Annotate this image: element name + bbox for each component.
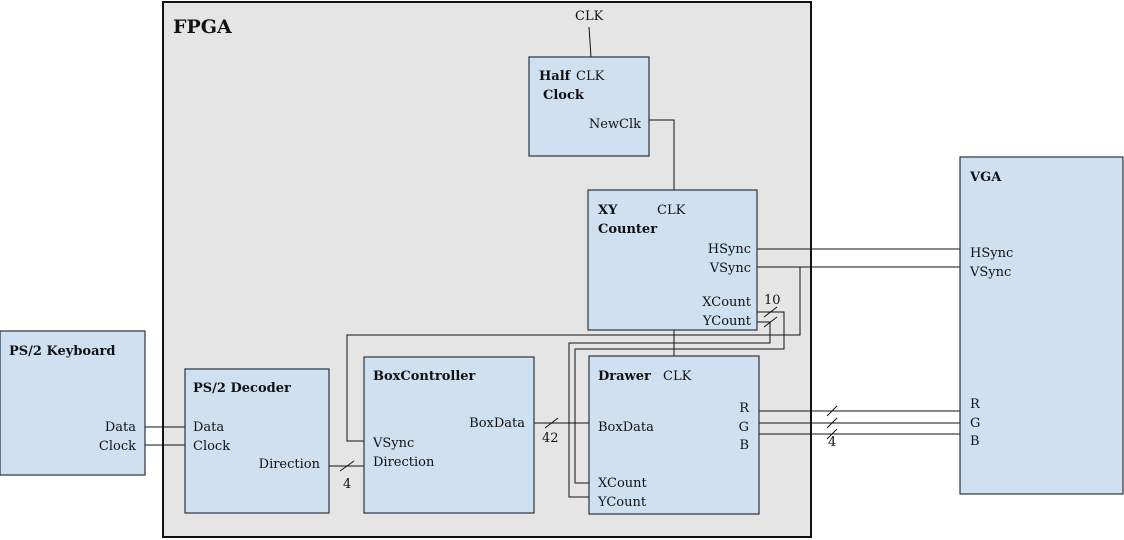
- ps2-keyboard-title: PS/2 Keyboard: [9, 344, 115, 359]
- vga-title: VGA: [969, 170, 1002, 185]
- xy-counter-vsync-port: VSync: [709, 261, 751, 276]
- ps2-decoder-box: [184, 368, 330, 514]
- half-clock-title-line2: Clock: [543, 88, 585, 103]
- vga-hsync-port: HSync: [970, 246, 1013, 261]
- drawer-block: Drawer CLK R G B BoxData XCount YCount: [588, 355, 760, 515]
- box-controller-vsync-port: VSync: [372, 436, 414, 451]
- box-controller-box: [363, 356, 535, 514]
- fpga-label: FPGA: [173, 16, 232, 38]
- drawer-b-port: B: [739, 438, 749, 453]
- wires: [145, 26, 960, 498]
- ps2-keyboard-block: PS/2 Keyboard Data Clock: [0, 330, 146, 476]
- vga-box: [959, 156, 1124, 495]
- rgb-bus-width: 4: [828, 435, 836, 450]
- xy-counter-clk-port: CLK: [657, 203, 686, 218]
- count-bus-slash-2: [763, 316, 778, 328]
- xy-counter-xcount-port: XCount: [702, 295, 752, 310]
- vga-vsync-port: VSync: [969, 265, 1011, 280]
- box-controller-direction-port: Direction: [373, 455, 435, 470]
- keyboard-data-port: Data: [105, 420, 136, 435]
- drawer-xcount-port: XCount: [598, 476, 648, 491]
- half-clock-newclk-port: NewClk: [589, 117, 641, 132]
- ps2-keyboard-box: [0, 330, 146, 476]
- ps2-decoder-title: PS/2 Decoder: [193, 381, 291, 396]
- xy-counter-ycount-port: YCount: [702, 314, 752, 329]
- boxdata-bus-slash: [544, 417, 559, 429]
- rgb-bus-slash-3: [826, 428, 838, 440]
- vsync-branch-wire: [346, 267, 801, 442]
- drawer-clk-port: CLK: [663, 369, 692, 384]
- drawer-ycount-port: YCount: [597, 495, 647, 510]
- drawer-r-port: R: [739, 401, 750, 416]
- box-controller-block: BoxController BoxData VSync Direction: [363, 356, 535, 514]
- box-controller-title: BoxController: [373, 369, 476, 384]
- drawer-box: [588, 355, 760, 515]
- direction-bus-slash: [339, 460, 355, 472]
- drawer-g-port: G: [739, 420, 749, 435]
- xy-counter-hsync-port: HSync: [708, 242, 751, 257]
- xy-counter-title-line1: XY: [598, 203, 618, 218]
- vga-g-port: G: [970, 416, 980, 431]
- boxdata-bus-width: 42: [542, 431, 559, 446]
- vga-r-port: R: [970, 397, 981, 412]
- box-controller-boxdata-port: BoxData: [469, 416, 525, 431]
- keyboard-clock-port: Clock: [99, 439, 136, 454]
- half-clock-box: [528, 56, 650, 157]
- decoder-clock-port: Clock: [193, 439, 230, 454]
- half-clock-clk-port: CLK: [576, 69, 605, 84]
- half-clock-block: Half Clock CLK NewClk: [528, 56, 650, 157]
- rgb-bus-slash-2: [826, 417, 838, 429]
- drawer-boxdata-port: BoxData: [598, 420, 654, 435]
- drawer-title: Drawer: [598, 369, 651, 384]
- count-bus-width: 10: [764, 293, 781, 308]
- xcount-wire: [574, 311, 785, 484]
- vga-block: VGA HSync VSync R G B: [959, 156, 1124, 495]
- xy-counter-block: XY Counter CLK HSync VSync XCount YCount: [587, 189, 758, 331]
- clk-input-wire: [588, 26, 592, 58]
- vga-b-port: B: [970, 434, 980, 449]
- ycount-wire: [568, 321, 771, 498]
- half-clock-title-line1: Half: [539, 69, 572, 84]
- decoder-direction-port: Direction: [259, 457, 321, 472]
- count-bus-slash-1: [763, 306, 778, 318]
- decoder-data-port: Data: [193, 420, 224, 435]
- ps2-decoder-block: PS/2 Decoder Data Clock Direction: [184, 368, 330, 514]
- direction-bus-width: 4: [343, 477, 351, 492]
- xy-counter-title-line2: Counter: [598, 222, 657, 237]
- clk-input-label: CLK: [575, 9, 604, 24]
- rgb-bus-slash-1: [826, 405, 838, 417]
- xy-counter-box: [587, 189, 758, 331]
